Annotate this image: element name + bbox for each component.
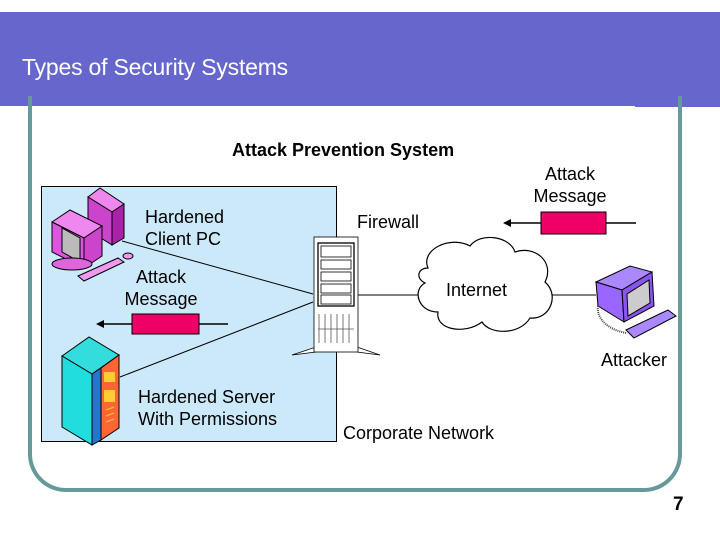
arrow-left-icon (503, 219, 511, 227)
connection-lines (119, 240, 596, 378)
internal-message-label: Attack Message (124, 267, 198, 309)
header-divider (0, 106, 635, 109)
attack-message-inbound (503, 211, 636, 235)
server-label: Hardened Server With Permissions (138, 387, 278, 429)
message-packet (131, 313, 200, 335)
slide-header: Types of Security Systems (0, 12, 720, 109)
server-tower-icon (61, 336, 120, 446)
page-number: 7 (673, 494, 684, 515)
message-packet (540, 211, 607, 235)
link-server-firewall (119, 301, 314, 378)
firewall-label: Firewall (357, 212, 420, 232)
attack-message-internal (96, 313, 228, 335)
desktop-computer-icon (51, 187, 134, 282)
inbound-message-label: Attack Message (533, 164, 607, 206)
attacker-computer-icon (594, 265, 677, 339)
cloud-icon (417, 236, 553, 332)
firewall-tower-icon (291, 236, 381, 356)
slide-title: Types of Security Systems (22, 54, 288, 80)
link-client-firewall (121, 240, 314, 295)
internet-label: Internet (446, 280, 508, 300)
diagram-title: Attack Prevention System (232, 140, 455, 160)
attacker-label: Attacker (601, 350, 668, 370)
corporate-network-label: Corporate Network (343, 423, 495, 443)
client-pc-label: Hardened Client PC (145, 207, 225, 249)
content-frame (28, 96, 682, 492)
arrow-left-icon (96, 320, 104, 328)
